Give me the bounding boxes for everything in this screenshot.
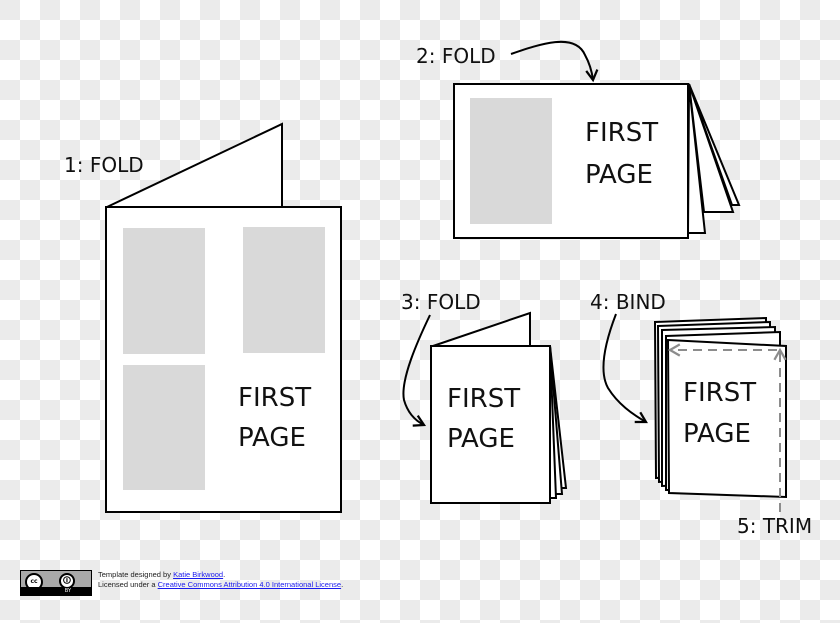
first-page-title-line2: PAGE	[447, 424, 515, 454]
trim-guide-line	[667, 343, 781, 512]
footer-text: .	[341, 580, 344, 589]
step3-fold-flap	[432, 311, 531, 347]
footer-text: .	[223, 570, 226, 579]
step3-label: 3: FOLD	[401, 290, 481, 314]
first-page-title-line1: FIRST	[585, 118, 658, 148]
step1-unfolded-sheet: FIRST PAGE	[105, 122, 342, 513]
first-page-title-line2: PAGE	[238, 423, 306, 453]
step4-arrow-icon	[602, 313, 648, 424]
step4-bound-booklet: FIRST PAGE	[653, 316, 787, 512]
step4-label: 4: BIND	[590, 290, 666, 314]
step2-arrow-icon	[510, 40, 599, 83]
footer-line-1: Template designed by Katie Birkwood.	[98, 570, 343, 580]
step3-arrow-icon	[402, 314, 431, 427]
step3-sheet	[430, 345, 551, 504]
first-page-title-line1: FIRST	[447, 384, 520, 414]
placeholder-box	[243, 227, 325, 353]
placeholder-box	[470, 98, 552, 224]
step2-label: 2: FOLD	[416, 44, 496, 68]
cc-by-license-badge[interactable]: cc 🛈 BY	[20, 570, 92, 596]
step3-folded-booklet: FIRST PAGE	[430, 311, 568, 504]
first-page-title-line2: PAGE	[585, 160, 653, 190]
footer-text: Template designed by	[98, 570, 174, 579]
attribution-footer: Template designed by Katie Birkwood. Lic…	[98, 570, 343, 590]
footer-line-2: Licensed under a Creative Commons Attrib…	[98, 580, 343, 590]
placeholder-box	[123, 228, 205, 354]
footer-text: Licensed under a	[98, 580, 158, 589]
first-page-title-line2: PAGE	[683, 419, 751, 449]
step1-label: 1: FOLD	[64, 153, 144, 177]
step4-front-page	[666, 338, 787, 499]
by-label: BY	[21, 587, 91, 595]
step2-folded-sheet: FIRST PAGE	[453, 83, 741, 239]
step5-label: 5: TRIM	[737, 514, 812, 538]
author-link[interactable]: Katie Birkwood	[173, 570, 224, 579]
first-page-title-line1: FIRST	[238, 383, 311, 413]
first-page-title-line1: FIRST	[683, 378, 756, 408]
license-link[interactable]: Creative Commons Attribution 4.0 Interna…	[157, 580, 342, 589]
attribution-person-icon: 🛈	[59, 573, 75, 589]
placeholder-box	[123, 365, 205, 490]
